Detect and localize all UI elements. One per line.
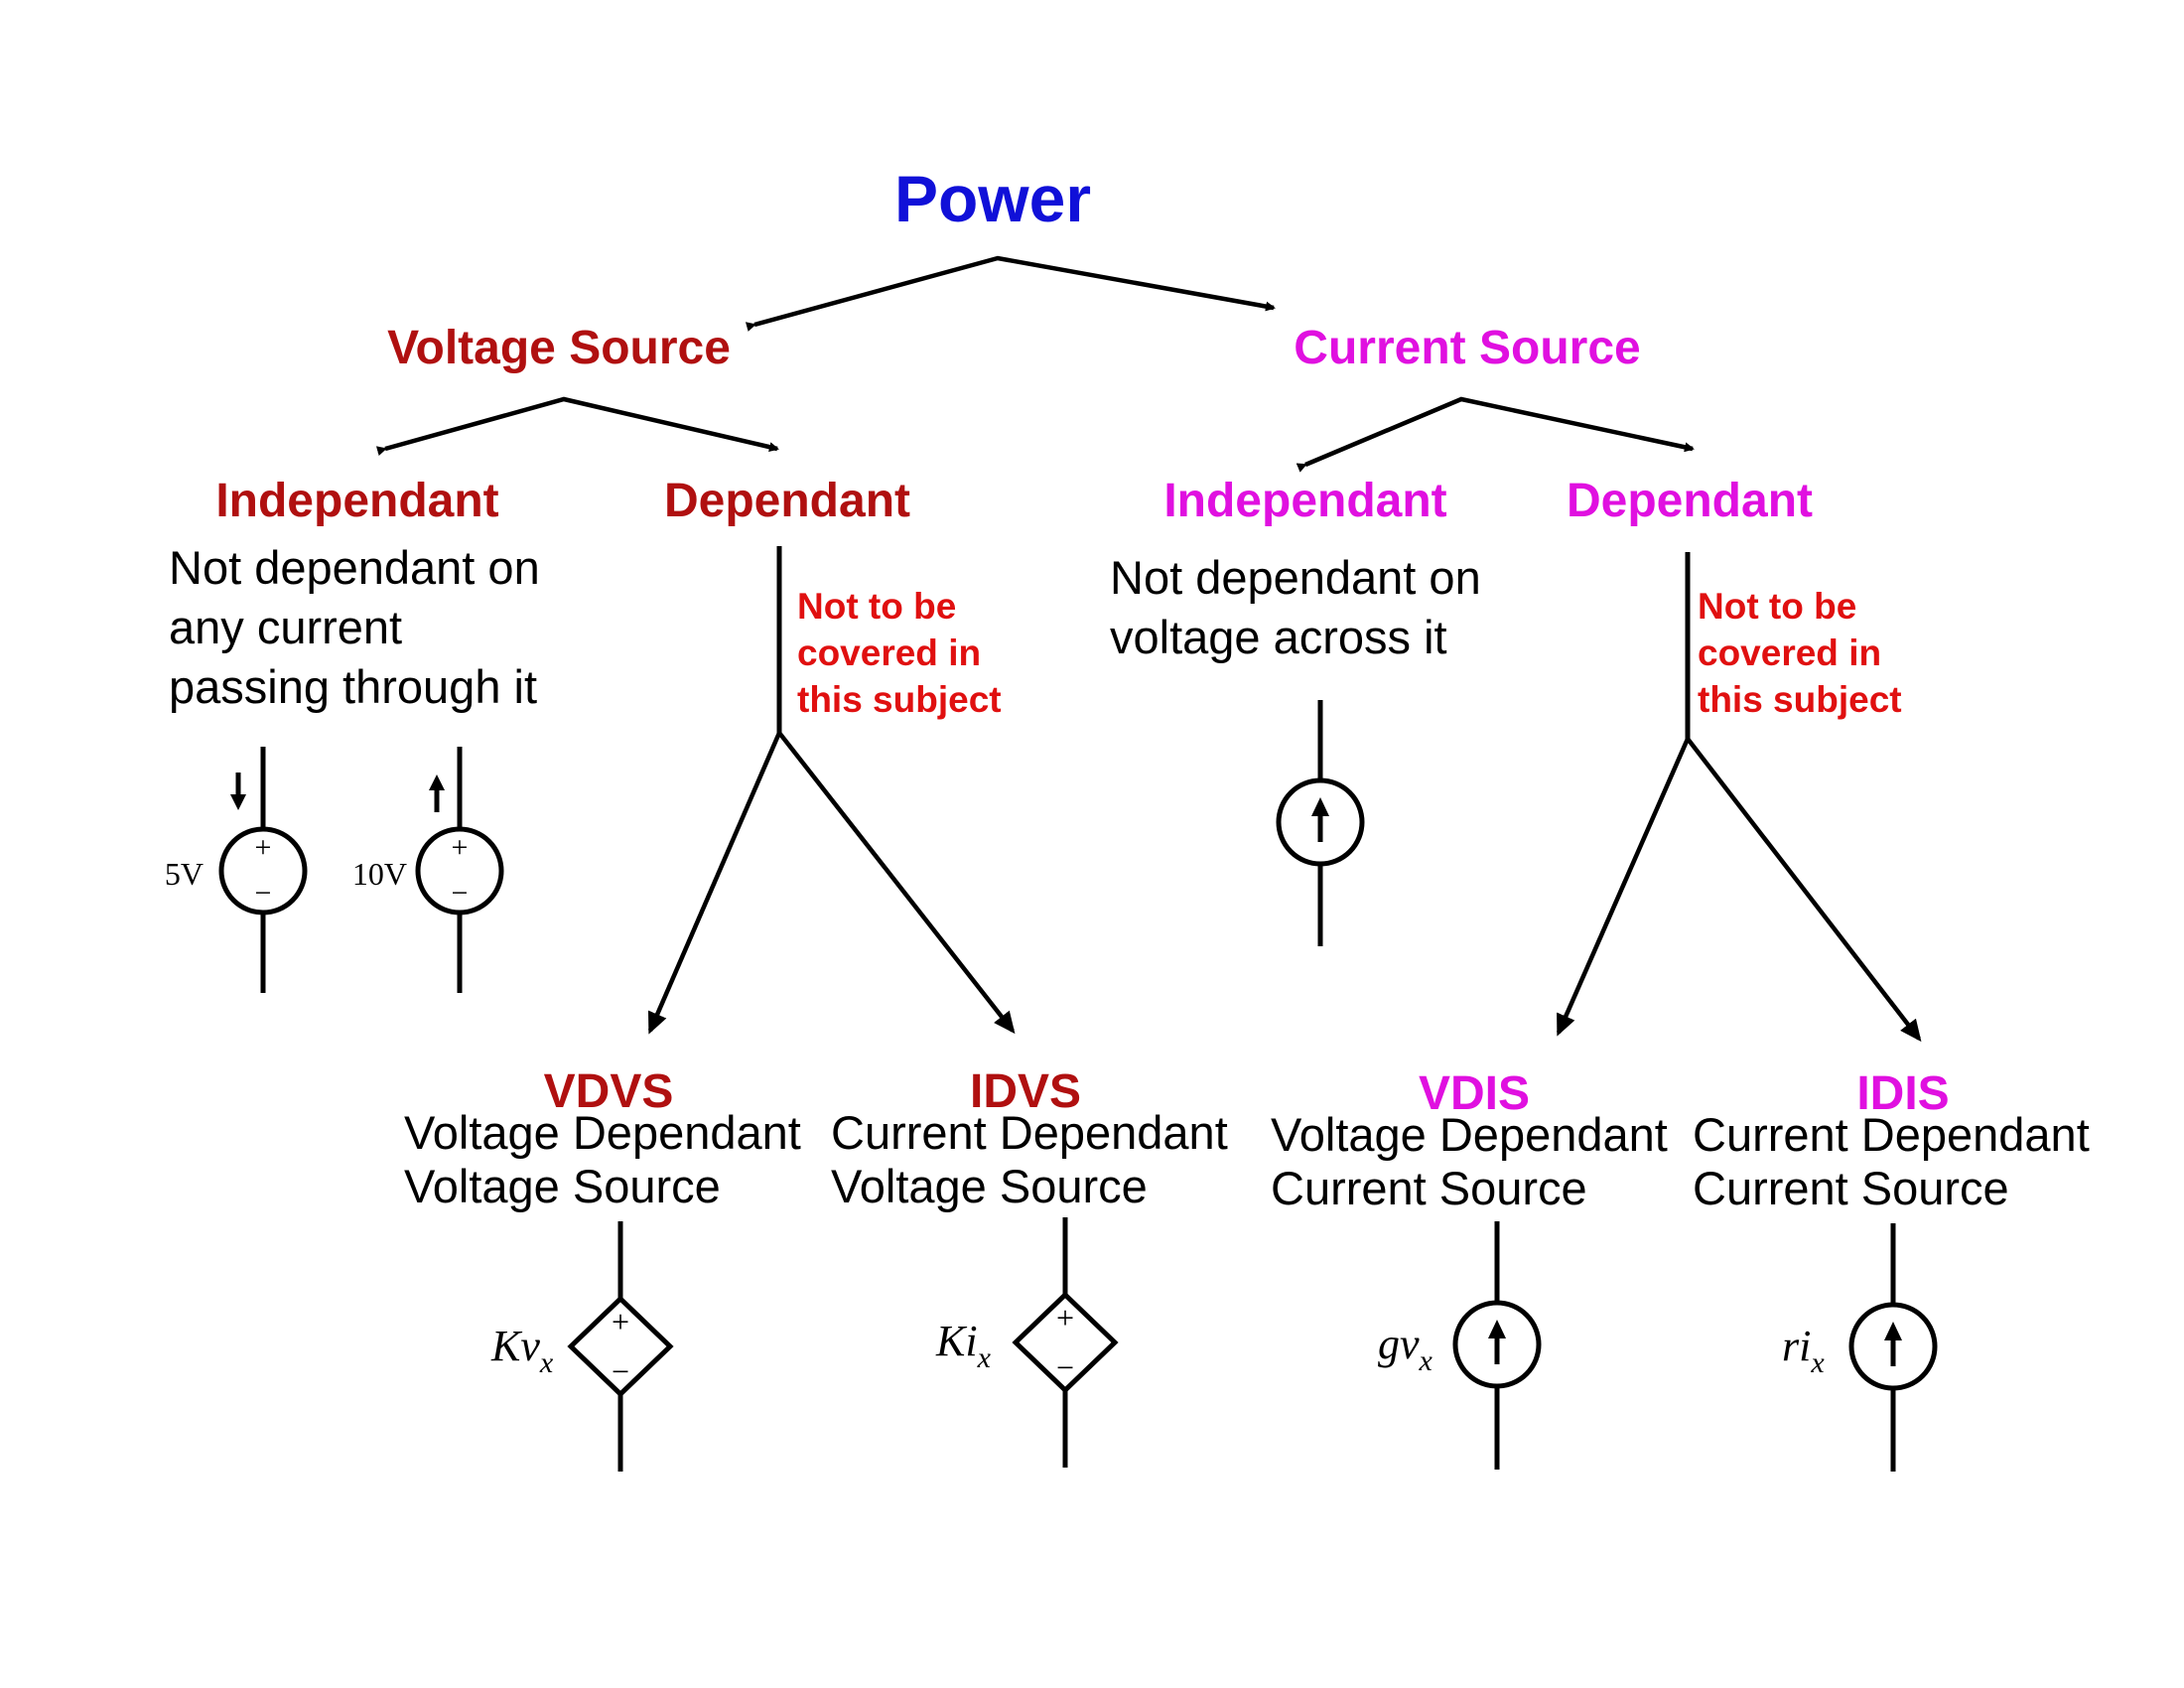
vdis-abbr: VDIS	[1419, 1067, 1530, 1120]
current-dependent-heading: Dependant	[1567, 475, 1813, 527]
idvs-description: Current Dependant Voltage Source	[831, 1106, 1241, 1212]
description-line: Voltage Source	[404, 1160, 721, 1212]
dependency-label: rix	[1782, 1322, 1825, 1379]
description-line: Current Dependant	[831, 1106, 1228, 1159]
voltage-dependent-heading: Dependant	[664, 475, 910, 527]
minus-sign: −	[612, 1353, 629, 1389]
description-line: passing through it	[169, 660, 537, 713]
minus-sign: −	[255, 877, 272, 910]
minus-sign: −	[452, 877, 469, 910]
minus-sign: −	[1056, 1349, 1074, 1385]
vdvs-description: Voltage Dependant Voltage Source	[404, 1106, 814, 1212]
idis-description: Current Dependant Current Source	[1693, 1108, 2103, 1214]
note-line: Not to be	[1698, 586, 1856, 627]
voltage-independent-description: Not dependant on any current passing thr…	[169, 541, 553, 713]
description-line: Current Source	[1271, 1162, 1587, 1214]
description-line: Voltage Dependant	[404, 1106, 801, 1159]
vdis-symbol: gvx	[1378, 1221, 1542, 1470]
root-connector	[745, 255, 1276, 332]
idvs-abbr: IDVS	[970, 1065, 1081, 1118]
idis-branch-arrow	[1686, 737, 1922, 1043]
description-line: Current Dependant	[1693, 1108, 2090, 1161]
vdis-description: Voltage Dependant Current Source	[1271, 1108, 1681, 1214]
plus-sign: +	[255, 831, 272, 864]
description-line: Voltage Dependant	[1271, 1108, 1668, 1161]
description-line: Not dependant on	[169, 541, 540, 594]
current-source-symbol	[1276, 700, 1365, 946]
plus-sign: +	[452, 831, 469, 864]
note-line: covered in	[1698, 633, 1881, 673]
description-line: Current Source	[1693, 1162, 2009, 1214]
voltage-source-heading: Voltage Source	[387, 322, 731, 374]
note-line: this subject	[797, 679, 1002, 720]
voltage-source-symbol-5v: + − 5V	[165, 747, 308, 993]
vdvs-symbol: + − Kvx	[490, 1221, 674, 1472]
note-line: covered in	[797, 633, 981, 673]
vdis-branch-arrow	[1556, 738, 1691, 1037]
plus-sign: +	[1056, 1300, 1074, 1336]
description-line: Not dependant on	[1110, 551, 1481, 604]
dependency-label: Kvx	[490, 1322, 554, 1379]
description-line: any current	[169, 601, 402, 653]
note-line: this subject	[1698, 679, 1902, 720]
current-dependent-note: Not to be covered in this subject	[1698, 586, 1902, 720]
plus-sign: +	[612, 1304, 629, 1339]
current-source-heading: Current Source	[1294, 322, 1640, 374]
voltage-dependent-note: Not to be covered in this subject	[797, 586, 1002, 720]
current-source-connector	[1296, 396, 1695, 473]
current-independent-description: Not dependant on voltage across it	[1110, 551, 1494, 663]
source-value-label: 5V	[165, 856, 204, 892]
idvs-symbol: + − Kix	[935, 1217, 1119, 1468]
source-value-label: 10V	[352, 856, 407, 892]
dependency-label: Kix	[935, 1317, 992, 1374]
idvs-branch-arrow	[777, 731, 1016, 1035]
note-line: Not to be	[797, 586, 956, 627]
root-title: Power	[894, 162, 1091, 235]
vdvs-abbr: VDVS	[544, 1065, 674, 1118]
voltage-source-connector	[375, 396, 779, 456]
idis-abbr: IDIS	[1856, 1067, 1949, 1120]
idis-symbol: rix	[1782, 1223, 1938, 1472]
voltage-source-symbol-10v: + − 10V	[352, 747, 504, 993]
voltage-independent-heading: Independant	[215, 475, 498, 527]
description-line: voltage across it	[1110, 611, 1447, 663]
description-line: Voltage Source	[831, 1160, 1148, 1212]
current-independent-heading: Independant	[1163, 475, 1446, 527]
vdvs-branch-arrow	[647, 732, 782, 1035]
dependency-label: gvx	[1378, 1320, 1433, 1377]
